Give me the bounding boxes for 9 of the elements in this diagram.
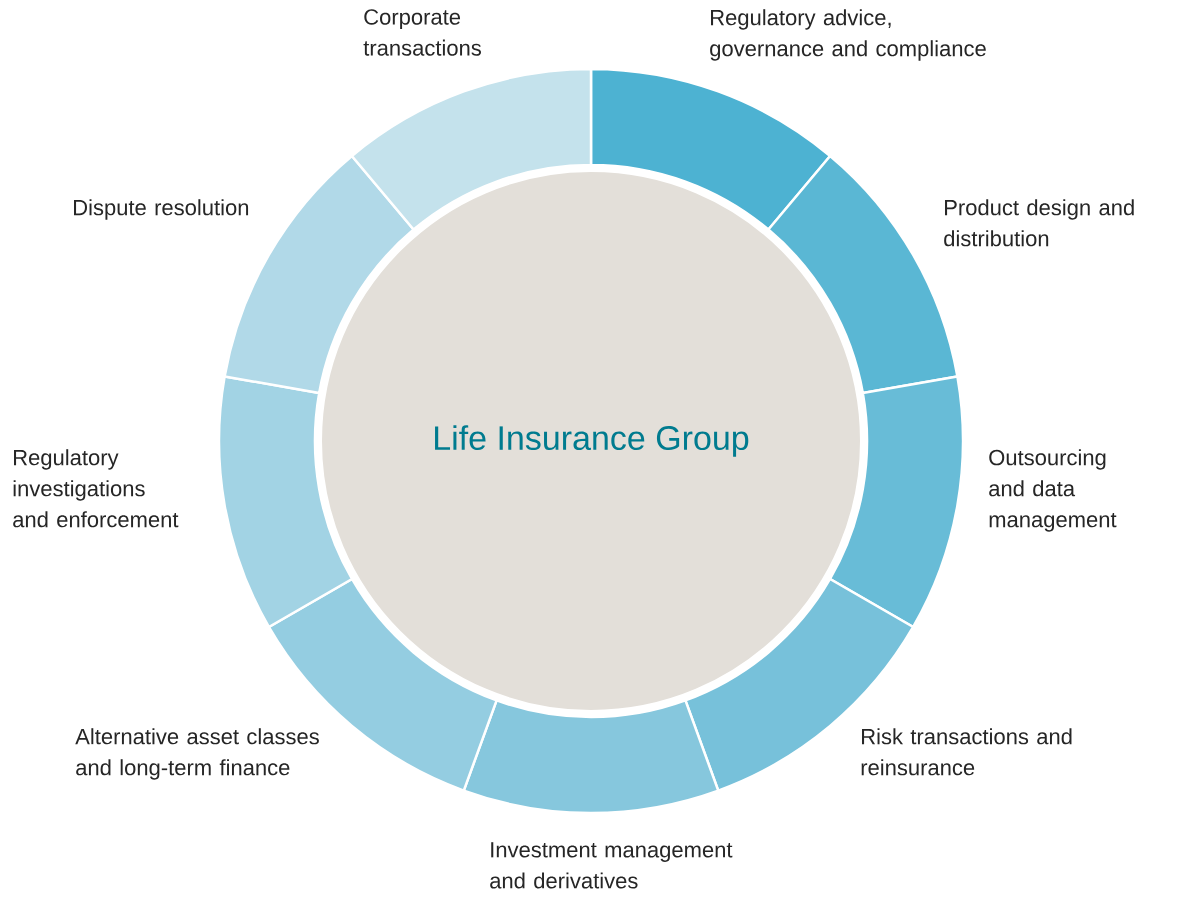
segment-label: Alternative asset classes and long-term finance (75, 728, 319, 780)
segment-label: Regulatory advice, governance and compliance (710, 9, 986, 61)
segment-label: Regulatory investigations and enforcement (13, 449, 179, 528)
segment-label: Outsourcing and data management (989, 449, 1117, 532)
segment-label: Product design and distribution (944, 199, 1134, 247)
segment-label: Dispute resolution (74, 199, 249, 220)
segment-label: Risk transactions and reinsurance (861, 728, 1072, 776)
segment-label: Investment management and derivatives (490, 842, 733, 889)
segment-label: Corporate transactions (363, 9, 481, 56)
